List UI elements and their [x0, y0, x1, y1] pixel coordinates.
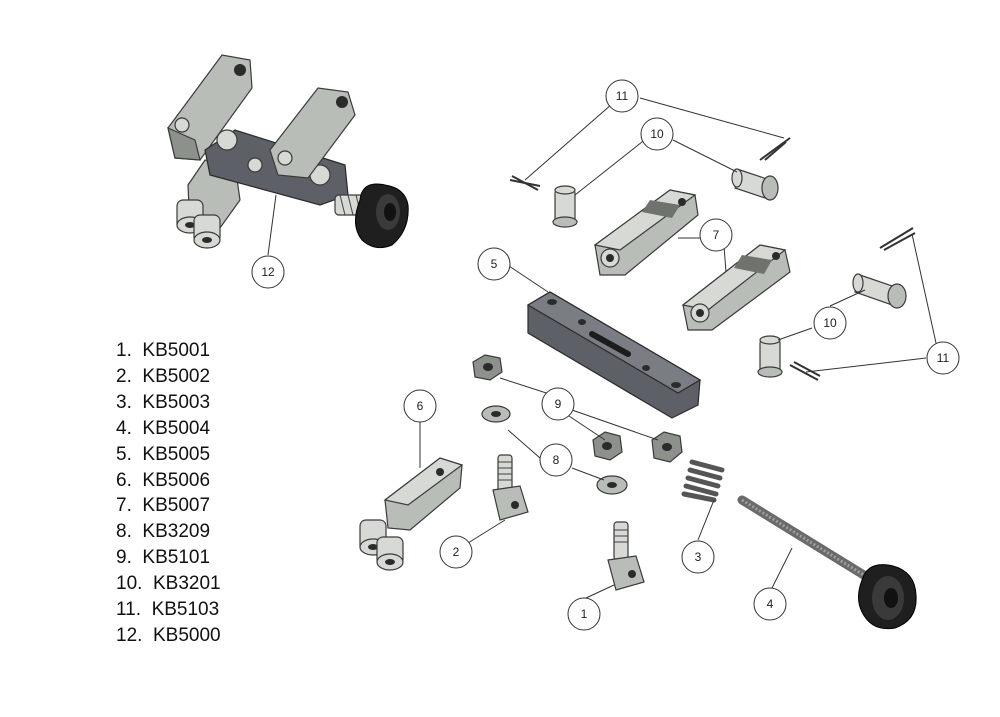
callout-6: 6	[403, 389, 437, 423]
callout-9-label: 9	[555, 397, 562, 411]
part-9-nut-c	[651, 431, 683, 463]
part-6-double-clevis	[359, 457, 464, 571]
parts-list-item: 10. KB3201	[116, 573, 221, 595]
callout-8-label: 8	[553, 453, 560, 467]
callout-10-right: 10	[813, 306, 847, 340]
callout-3: 3	[681, 540, 715, 574]
callout-9: 9	[541, 387, 575, 421]
part-8-washer-a	[481, 405, 511, 423]
callout-10-right-label: 10	[823, 316, 837, 330]
parts-list-item: 3. KB5003	[116, 391, 211, 413]
parts-list-item: 11. KB5103	[116, 599, 220, 621]
parts-list-item: 5. KB5005	[116, 443, 211, 465]
callout-12: 12	[251, 255, 285, 289]
parts-list: 1. KB5001 2. KB5002 3. KB5003 4. KB5004 …	[116, 338, 221, 649]
assembled-knob	[355, 183, 409, 249]
assembled-unit-kb5000	[167, 54, 409, 249]
parts-list-item: 4. KB5004	[116, 417, 211, 439]
parts-list-item: 1. KB5001	[116, 340, 211, 361]
part-7-clevis-top	[593, 189, 699, 276]
callout-1: 1	[567, 597, 601, 631]
callout-4-label: 4	[767, 597, 774, 611]
part-10-pin-lower	[757, 335, 783, 378]
part-10-pin-right	[852, 273, 907, 309]
callout-5: 5	[477, 247, 511, 281]
callout-8: 8	[539, 443, 573, 477]
callout-11-top: 11	[605, 79, 639, 113]
part-4-threaded-knob	[737, 495, 917, 630]
callout-3-label: 3	[695, 550, 702, 564]
parts-list-item: 7. KB5007	[116, 495, 211, 517]
part-11-cotter-pins	[509, 137, 916, 381]
callout-10-top-label: 10	[650, 127, 664, 141]
parts-list-item: 6. KB5006	[116, 469, 211, 491]
part-2-stud-block	[492, 454, 529, 521]
parts-list-item: 12. KB5000	[116, 624, 221, 646]
parts-list-item: 8. KB3209	[116, 521, 211, 543]
callout-4: 4	[753, 587, 787, 621]
part-8-washer-b	[596, 475, 628, 495]
part-10-pin-top-left	[552, 185, 578, 228]
callout-11-right-label: 11	[937, 351, 950, 365]
part-9-nut-a	[472, 354, 503, 381]
part-5-bar	[526, 291, 702, 419]
callout-7-label: 7	[713, 228, 720, 242]
callout-2-label: 2	[453, 545, 460, 559]
part-7-clevis-bottom	[681, 244, 791, 331]
callout-11-right: 11	[926, 341, 960, 375]
part-10-pin-top-right	[731, 168, 779, 201]
callout-7: 7	[699, 218, 733, 252]
callout-10-top: 10	[640, 117, 674, 151]
parts-list-item: 9. KB5101	[116, 547, 211, 569]
callout-2: 2	[439, 535, 473, 569]
callout-11-top-label: 11	[616, 89, 629, 103]
part-1-stud-block	[607, 521, 645, 591]
part-3-spring	[681, 459, 725, 503]
callout-1-label: 1	[581, 607, 588, 621]
parts-list-item: 2. KB5002	[116, 365, 211, 387]
callout-6-label: 6	[417, 399, 424, 413]
part-9-nut-b	[592, 431, 623, 461]
callout-5-label: 5	[491, 257, 498, 271]
callout-12-label: 12	[261, 265, 275, 279]
